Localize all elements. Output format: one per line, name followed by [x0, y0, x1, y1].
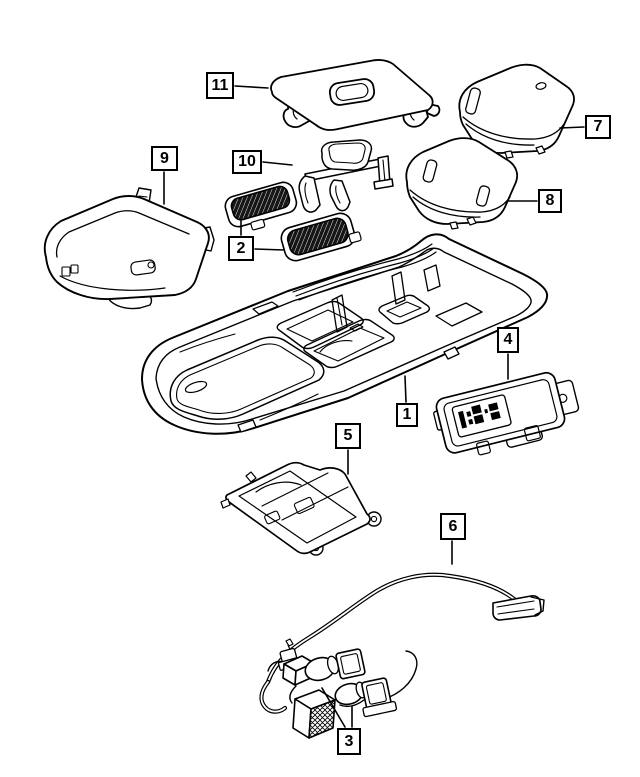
- callout-3[interactable]: 3: [337, 728, 361, 755]
- bin-lid-drawing: [270, 59, 441, 131]
- console-housing-drawing: [141, 233, 549, 435]
- lamp-bracket-drawing: [298, 139, 394, 213]
- callout-4[interactable]: 4: [497, 327, 519, 353]
- callout-11[interactable]: 11: [206, 72, 234, 99]
- bulb-and-socket-drawing: [267, 638, 418, 739]
- lamp-lens-drawing: [224, 181, 362, 262]
- callout-1[interactable]: 1: [396, 403, 418, 427]
- callout-7[interactable]: 7: [585, 115, 611, 139]
- wiring-harness-drawing: [259, 572, 545, 714]
- mounting-bracket-plate-drawing: [220, 461, 382, 556]
- rear-cover-drawing: [405, 137, 519, 230]
- callout-5[interactable]: 5: [335, 423, 361, 449]
- callout-2[interactable]: 2: [228, 236, 254, 261]
- callout-8[interactable]: 8: [538, 189, 562, 213]
- callout-6[interactable]: 6: [440, 513, 466, 540]
- display-module-drawing: [433, 371, 580, 456]
- leader-lines: [163, 85, 585, 728]
- callout-10[interactable]: 10: [232, 150, 262, 174]
- callout-9[interactable]: 9: [151, 146, 178, 171]
- front-cover-drawing: [458, 63, 575, 159]
- storage-bin-door-drawing: [43, 187, 215, 310]
